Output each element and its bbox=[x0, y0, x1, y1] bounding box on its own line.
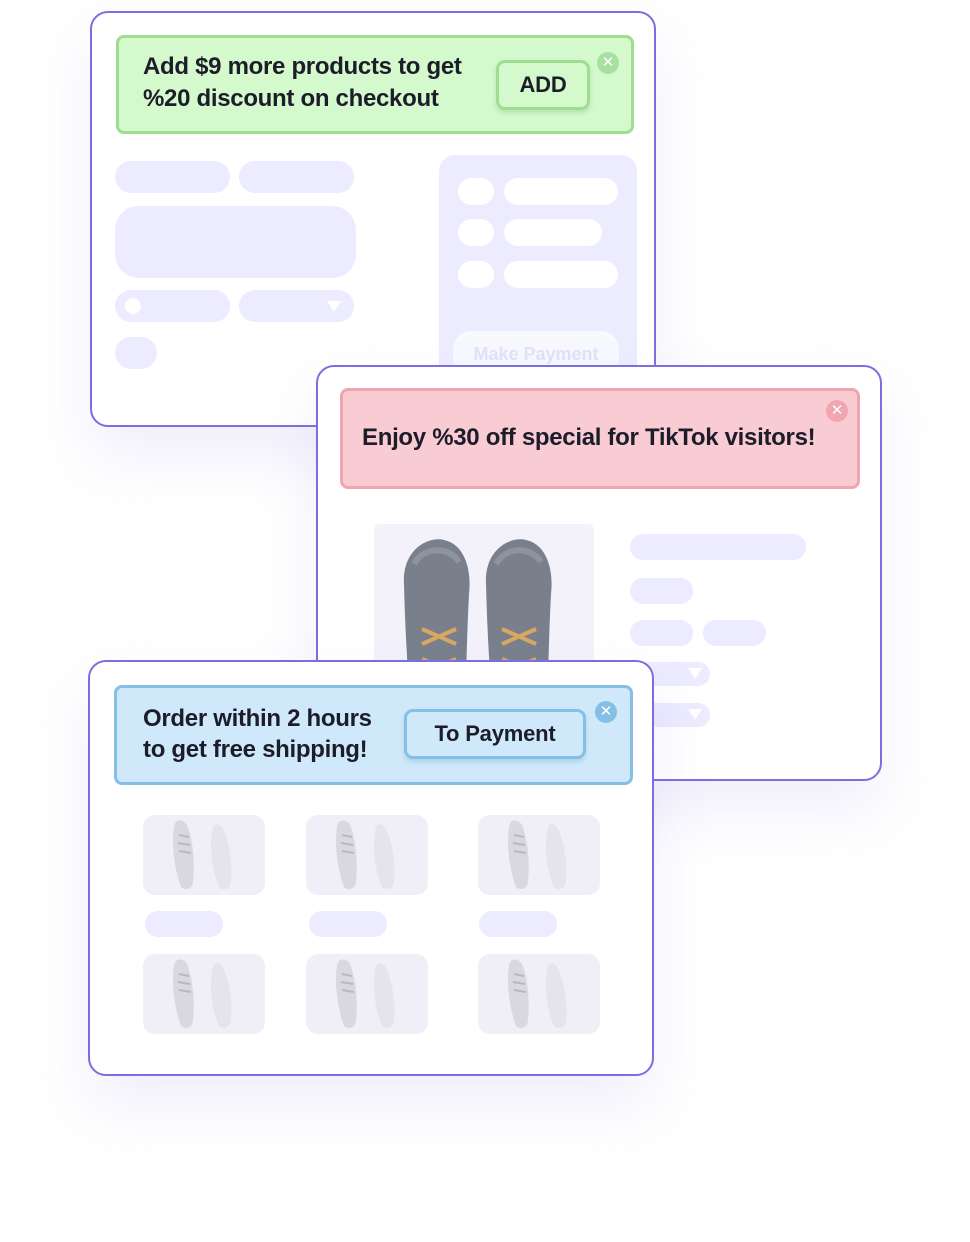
discount-banner-line1: Add $9 more products to get bbox=[143, 53, 462, 80]
product-title-placeholder bbox=[630, 534, 806, 560]
chevron-down-icon bbox=[688, 709, 702, 720]
product-card: Enjoy %30 off special for TikTok visitor… bbox=[316, 365, 882, 781]
radio-placeholder bbox=[115, 290, 230, 322]
close-icon[interactable]: ✕ bbox=[595, 701, 617, 723]
small-placeholder bbox=[115, 337, 157, 369]
sneaker-pair-icon bbox=[508, 820, 567, 889]
radio-dot-icon bbox=[125, 298, 141, 314]
discount-banner: Add $9 more products to get %20 discount… bbox=[116, 35, 634, 134]
product-thumbnail[interactable] bbox=[143, 815, 265, 895]
select-placeholder bbox=[239, 290, 354, 322]
form-placeholder bbox=[239, 161, 354, 193]
add-button[interactable]: ADD bbox=[496, 60, 590, 110]
product-label-placeholder bbox=[145, 911, 223, 937]
free-shipping-line2: to get free shipping! bbox=[143, 736, 368, 763]
chevron-down-icon bbox=[327, 301, 341, 312]
to-payment-button[interactable]: To Payment bbox=[404, 709, 586, 759]
product-thumbnail[interactable] bbox=[143, 954, 265, 1034]
product-label-placeholder bbox=[479, 911, 557, 937]
tiktok-discount-banner: Enjoy %30 off special for TikTok visitor… bbox=[340, 388, 860, 489]
payment-option-bullet bbox=[458, 261, 494, 288]
textarea-placeholder bbox=[115, 206, 356, 278]
product-label-placeholder bbox=[309, 911, 387, 937]
variant-placeholder bbox=[630, 620, 693, 646]
payment-option-line bbox=[504, 178, 618, 205]
price-placeholder bbox=[630, 578, 693, 604]
discount-banner-line2: %20 discount on checkout bbox=[143, 85, 439, 112]
shoe-pair-icon bbox=[403, 539, 552, 694]
close-icon[interactable]: ✕ bbox=[826, 400, 848, 422]
product-thumbnail[interactable] bbox=[478, 954, 600, 1034]
sneaker-pair-icon bbox=[336, 820, 395, 889]
sneaker-pair-icon bbox=[173, 959, 232, 1028]
payment-option-line bbox=[504, 219, 602, 246]
free-shipping-line1: Order within 2 hours bbox=[143, 705, 372, 732]
sneaker-pair-icon bbox=[508, 959, 567, 1028]
product-thumbnail[interactable] bbox=[478, 815, 600, 895]
variant-placeholder bbox=[703, 620, 766, 646]
tiktok-discount-text: Enjoy %30 off special for TikTok visitor… bbox=[362, 424, 816, 451]
chevron-down-icon bbox=[688, 668, 702, 679]
payment-option-bullet bbox=[458, 219, 494, 246]
product-thumbnail[interactable] bbox=[306, 815, 428, 895]
sneaker-pair-icon bbox=[336, 959, 395, 1028]
payment-option-bullet bbox=[458, 178, 494, 205]
product-grid-card: Order within 2 hours to get free shippin… bbox=[88, 660, 654, 1076]
sneaker-pair-icon bbox=[173, 820, 232, 889]
form-placeholder bbox=[115, 161, 230, 193]
payment-option-line bbox=[504, 261, 618, 288]
checkout-card: Add $9 more products to get %20 discount… bbox=[90, 11, 656, 427]
free-shipping-banner: Order within 2 hours to get free shippin… bbox=[114, 685, 633, 785]
close-icon[interactable]: ✕ bbox=[597, 52, 619, 74]
product-thumbnail[interactable] bbox=[306, 954, 428, 1034]
